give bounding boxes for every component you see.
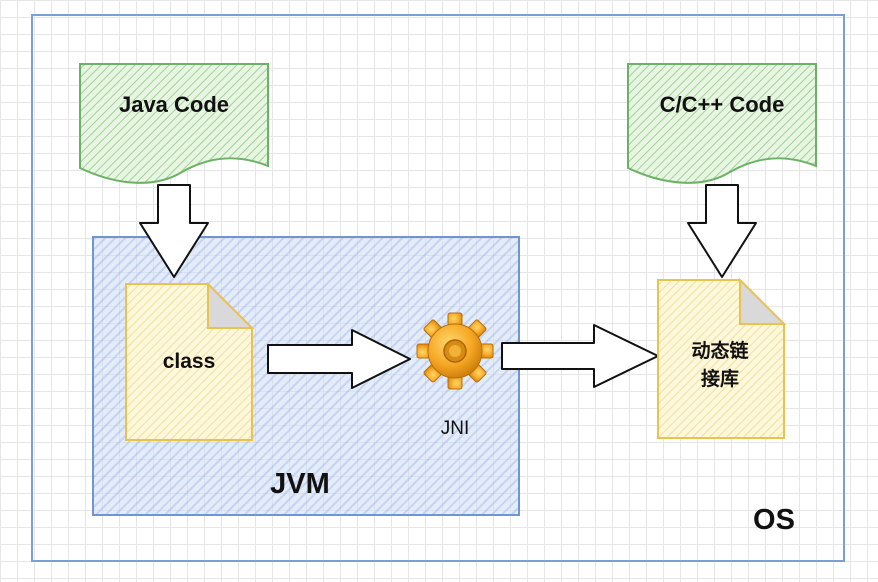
right-arrow-jni-lib bbox=[501, 324, 659, 388]
class-document bbox=[125, 281, 255, 441]
jvm-box bbox=[92, 236, 520, 516]
gear-icon bbox=[416, 312, 494, 390]
cpp-code-label: C/C++ Code bbox=[659, 92, 785, 117]
os-frame bbox=[31, 14, 845, 562]
dynamic-library-label-line1: 动态链 bbox=[691, 341, 749, 362]
java-code-shape bbox=[79, 63, 269, 184]
jni-label: JNI bbox=[440, 418, 470, 439]
jvm-label: JVM bbox=[270, 468, 330, 500]
dynamic-library-document bbox=[657, 277, 787, 439]
class-label: class bbox=[162, 350, 216, 373]
dynamic-library-label-line2: 接库 bbox=[700, 369, 739, 390]
os-label: OS bbox=[753, 504, 795, 536]
down-arrow-cpp bbox=[687, 184, 757, 278]
java-code-label: Java Code bbox=[118, 92, 230, 117]
down-arrow-java bbox=[139, 184, 209, 278]
right-arrow-class-jni bbox=[267, 329, 411, 389]
cpp-code-shape bbox=[627, 63, 817, 184]
